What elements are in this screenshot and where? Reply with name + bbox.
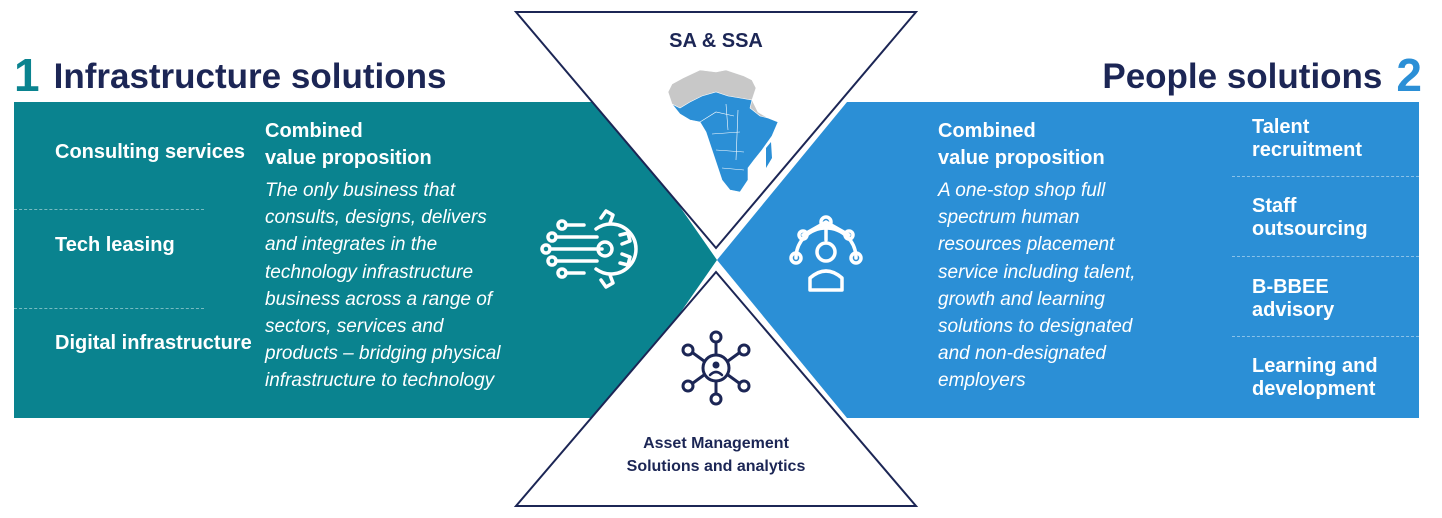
left-cvp-title: Combined value proposition: [265, 118, 432, 172]
right-cvp-line: A one-stop shop full: [938, 180, 1106, 201]
people-heading: People solutions 2: [1102, 48, 1422, 102]
right-cvp-title: Combined value proposition: [938, 118, 1105, 172]
left-cvp-line: sectors, services and: [265, 316, 444, 338]
africa-map-icon: [667, 69, 779, 193]
staff-outsourcing-item: Staff outsourcing: [1252, 195, 1368, 240]
digital-infrastructure-item: Digital infrastructure: [55, 332, 252, 355]
right-cvp-line: solutions to designated: [938, 316, 1133, 338]
infrastructure-title: Infrastructure solutions: [53, 57, 447, 96]
left-cvp-line: technology infrastructure: [265, 261, 474, 283]
right-cvp-line: resources placement: [938, 234, 1115, 256]
left-divider-2: [14, 308, 204, 309]
right-divider-2: [1232, 256, 1419, 257]
left-cvp-line: and integrates in the: [265, 234, 438, 256]
left-divider-1: [14, 209, 204, 210]
left-cvp-line: business across a range of: [265, 288, 493, 310]
people-title: People solutions: [1102, 57, 1383, 96]
right-cvp-title-line-1: Combined: [938, 120, 1036, 142]
gear-circuit-icon: [540, 209, 638, 289]
left-cvp-title-line-2: value proposition: [265, 147, 432, 169]
learning-development-item: Learning and development: [1252, 355, 1378, 400]
consulting-services-item: Consulting services: [55, 141, 246, 163]
asset-management-label: Asset Management Solutions and analytics: [596, 432, 836, 478]
right-cvp-line: spectrum human: [938, 207, 1080, 229]
asset-management-line-1: Asset Management: [643, 435, 789, 452]
asset-management-line-2: Solutions and analytics: [626, 458, 806, 475]
left-cvp-line: infrastructure to technology: [265, 370, 495, 392]
right-cvp-body: A one-stop shop full spectrum human reso…: [938, 177, 1136, 395]
left-cvp-line: The only business that: [265, 180, 456, 201]
talent-recruitment-item: Talent recruitment: [1252, 116, 1363, 161]
tech-leasing-item: Tech leasing: [55, 234, 175, 256]
right-divider-1: [1232, 176, 1419, 177]
people-band: [717, 102, 1419, 418]
left-cvp-body: The only business that consults, designs…: [265, 177, 501, 395]
person-network-icon: [789, 215, 863, 292]
section-number-1: 1: [14, 49, 40, 101]
right-cvp-line: growth and learning: [938, 288, 1105, 310]
section-number-2: 2: [1396, 49, 1422, 101]
left-cvp-line: products – bridging physical: [265, 343, 501, 365]
right-divider-3: [1232, 336, 1419, 337]
infrastructure-heading: 1 Infrastructure solutions: [14, 48, 446, 102]
bbbee-advisory-item: B-BBEE advisory: [1252, 276, 1335, 321]
right-cvp-line: and non-designated: [938, 343, 1106, 365]
left-cvp-title-line-1: Combined: [265, 120, 363, 142]
infrastructure-band: [14, 102, 717, 418]
right-cvp-title-line-2: value proposition: [938, 147, 1105, 169]
sa-ssa-label: SA & SSA: [669, 30, 763, 52]
hub-network-icon: [681, 330, 751, 406]
right-cvp-line: employers: [938, 370, 1026, 392]
digital-infrastructure-text: Digital infrastructure: [55, 332, 252, 354]
right-cvp-line: service including talent,: [938, 261, 1136, 283]
left-cvp-line: consults, designs, delivers: [265, 207, 487, 229]
